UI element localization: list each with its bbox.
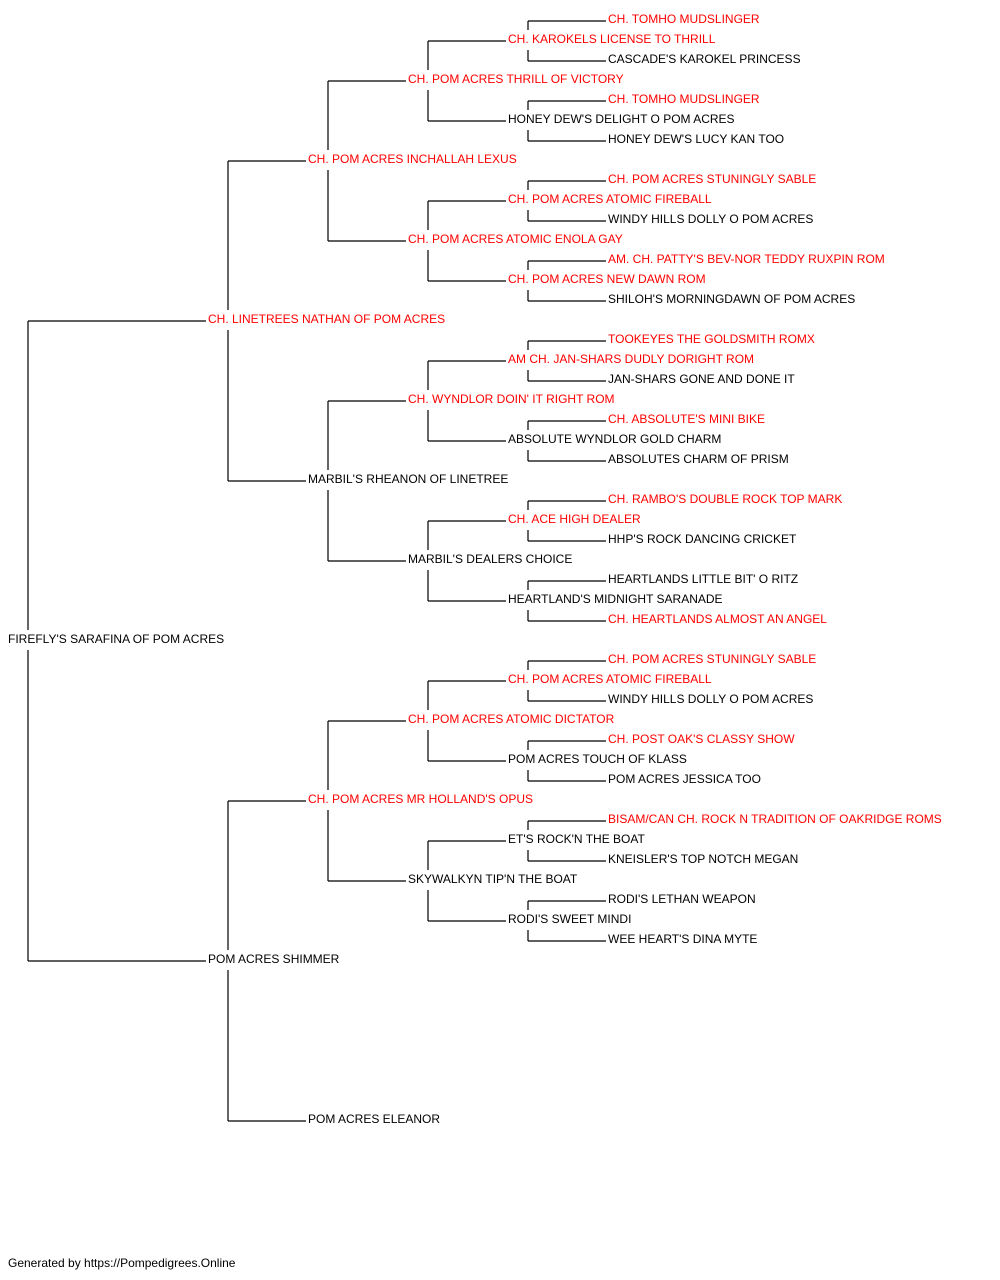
pedigree-entry: CH. POM ACRES MR HOLLAND'S OPUS <box>308 792 533 806</box>
pedigree-entry: AM CH. JAN-SHARS DUDLY DORIGHT ROM <box>508 352 754 366</box>
pedigree-entry: CH. RAMBO'S DOUBLE ROCK TOP MARK <box>608 492 842 506</box>
pedigree-entry: HEARTLAND'S MIDNIGHT SARANADE <box>508 592 723 606</box>
footer-credit: Generated by https://Pompedigrees.Online <box>8 1256 236 1270</box>
pedigree-entry: KNEISLER'S TOP NOTCH MEGAN <box>608 852 798 866</box>
pedigree-entry: WINDY HILLS DOLLY O POM ACRES <box>608 692 813 706</box>
pedigree-entry: AM. CH. PATTY'S BEV-NOR TEDDY RUXPIN ROM <box>608 252 885 266</box>
pedigree-entry: CH. POM ACRES INCHALLAH LEXUS <box>308 152 517 166</box>
pedigree-entry: ABSOLUTE WYNDLOR GOLD CHARM <box>508 432 721 446</box>
pedigree-entry: POM ACRES ELEANOR <box>308 1112 440 1126</box>
pedigree-entry: CH. POM ACRES ATOMIC FIREBALL <box>508 672 712 686</box>
pedigree-entry: CH. POM ACRES STUNINGLY SABLE <box>608 172 816 186</box>
pedigree-entry: WEE HEART'S DINA MYTE <box>608 932 757 946</box>
pedigree-entry: CH. POST OAK'S CLASSY SHOW <box>608 732 795 746</box>
pedigree-entry: WINDY HILLS DOLLY O POM ACRES <box>608 212 813 226</box>
pedigree-entry: BISAM/CAN CH. ROCK N TRADITION OF OAKRID… <box>608 812 942 826</box>
pedigree-entry: RODI'S LETHAN WEAPON <box>608 892 756 906</box>
pedigree-entry: HHP'S ROCK DANCING CRICKET <box>608 532 797 546</box>
pedigree-entry: POM ACRES SHIMMER <box>208 952 340 966</box>
pedigree-entry: JAN-SHARS GONE AND DONE IT <box>608 372 795 386</box>
pedigree-entry: CH. POM ACRES ATOMIC ENOLA GAY <box>408 232 623 246</box>
pedigree-entry: CH. POM ACRES THRILL OF VICTORY <box>408 72 624 86</box>
pedigree-entry: POM ACRES JESSICA TOO <box>608 772 761 786</box>
pedigree-entry: CH. WYNDLOR DOIN' IT RIGHT ROM <box>408 392 615 406</box>
pedigree-entry: FIREFLY'S SARAFINA OF POM ACRES <box>8 632 224 646</box>
pedigree-entry: HONEY DEW'S DELIGHT O POM ACRES <box>508 112 735 126</box>
pedigree-entry: CH. POM ACRES ATOMIC DICTATOR <box>408 712 615 726</box>
pedigree-entry: CH. HEARTLANDS ALMOST AN ANGEL <box>608 612 827 626</box>
pedigree-entry: CH. POM ACRES ATOMIC FIREBALL <box>508 192 712 206</box>
pedigree-entry: CH. ACE HIGH DEALER <box>508 512 641 526</box>
pedigree-entry: CH. LINETREES NATHAN OF POM ACRES <box>208 312 445 326</box>
pedigree-entry: MARBIL'S RHEANON OF LINETREE <box>308 472 508 486</box>
pedigree-entry: CH. POM ACRES NEW DAWN ROM <box>508 272 706 286</box>
pedigree-entry: CH. TOMHO MUDSLINGER <box>608 92 760 106</box>
pedigree-entry: SKYWALKYN TIP'N THE BOAT <box>408 872 578 886</box>
pedigree-entry: RODI'S SWEET MINDI <box>508 912 631 926</box>
pedigree-entry: CASCADE'S KAROKEL PRINCESS <box>608 52 801 66</box>
pedigree-entry: POM ACRES TOUCH OF KLASS <box>508 752 687 766</box>
pedigree-entry: SHILOH'S MORNINGDAWN OF POM ACRES <box>608 292 855 306</box>
pedigree-entry: HONEY DEW'S LUCY KAN TOO <box>608 132 784 146</box>
pedigree-entry: TOOKEYES THE GOLDSMITH ROMX <box>608 332 815 346</box>
pedigree-entry: CH. POM ACRES STUNINGLY SABLE <box>608 652 816 666</box>
pedigree-entry: CH. KAROKELS LICENSE TO THRILL <box>508 32 716 46</box>
pedigree-entry: ET'S ROCK'N THE BOAT <box>508 832 645 846</box>
pedigree-entry: ABSOLUTES CHARM OF PRISM <box>608 452 789 466</box>
pedigree-entry: CH. ABSOLUTE'S MINI BIKE <box>608 412 765 426</box>
pedigree-entry: HEARTLANDS LITTLE BIT' O RITZ <box>608 572 798 586</box>
pedigree-entry: MARBIL'S DEALERS CHOICE <box>408 552 572 566</box>
pedigree-entry: CH. TOMHO MUDSLINGER <box>608 12 760 26</box>
